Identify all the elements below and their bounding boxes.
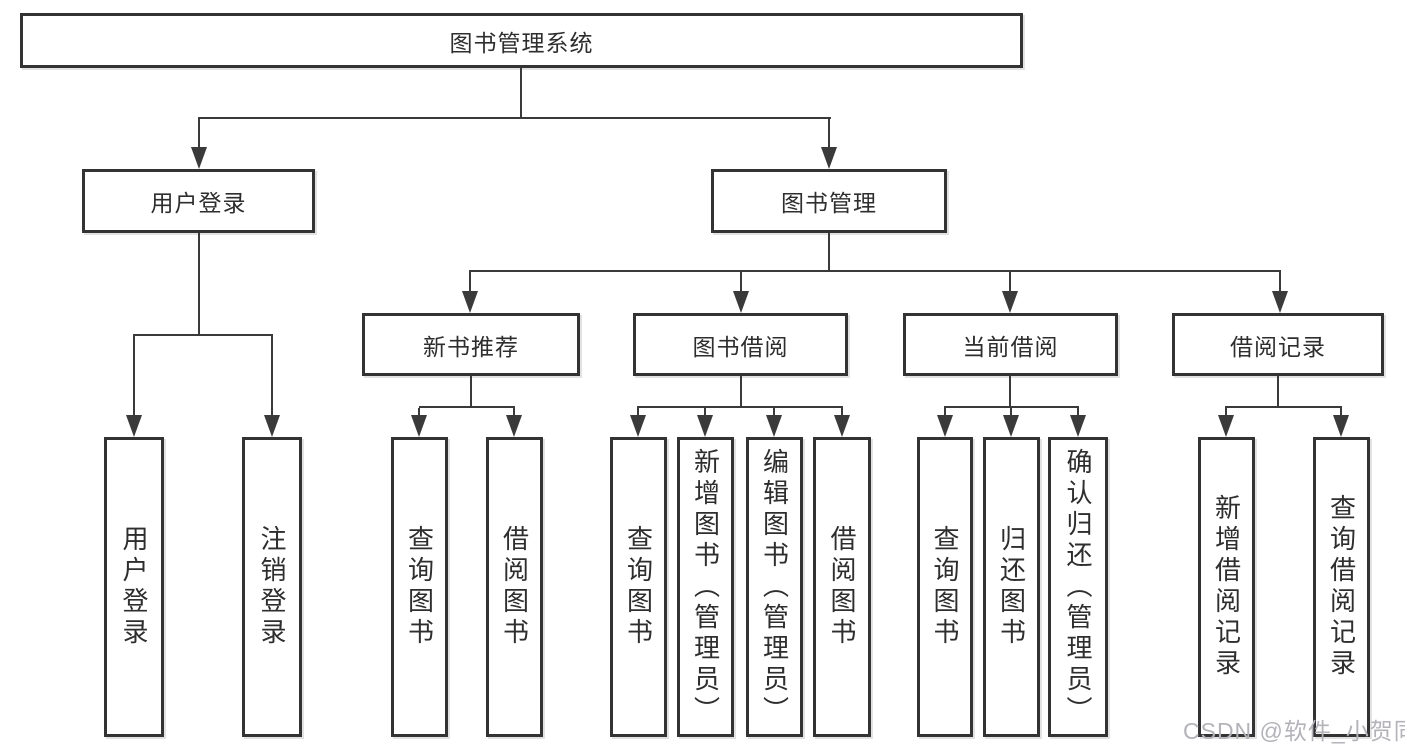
leaf-query-borrowing-record: 查询借阅记录: [1313, 437, 1370, 737]
leaf-user-login: 用户登录: [104, 437, 164, 737]
edge-arrow-book-management: [821, 119, 837, 169]
leaf-logout: 注销登录: [242, 437, 302, 737]
leaf-borrow-books-recommend: 借阅图书: [486, 437, 543, 737]
edge-root-bar: [198, 117, 831, 119]
edge-book-management-bar: [469, 270, 1281, 272]
edge-arrow-query-books-borrowing: [630, 408, 646, 437]
leaf-query-books-current: 查询图书: [917, 437, 973, 737]
edge-borrowing-stem: [740, 376, 742, 407]
edge-arrow-confirm-return-admin: [1070, 408, 1086, 437]
edge-arrow-return-books: [1003, 408, 1019, 437]
node-new-book-recommendation: 新书推荐: [362, 313, 580, 376]
edge-current-bar: [944, 406, 1079, 408]
edge-root-stem: [520, 68, 522, 118]
edge-records-bar: [1225, 406, 1342, 408]
node-book-borrowing: 图书借阅: [633, 313, 848, 376]
node-user-login: 用户登录: [82, 169, 315, 233]
edge-arrow-new-book-recommendation: [462, 272, 478, 313]
edge-arrow-current-borrowing: [1002, 272, 1018, 313]
node-current-borrowing: 当前借阅: [903, 313, 1118, 376]
edge-arrow-borrow-books-recommend: [506, 408, 522, 437]
leaf-add-borrowing-record: 新增借阅记录: [1198, 437, 1255, 737]
edge-recommendation-bar: [419, 406, 515, 408]
edge-arrow-add-borrowing-record: [1218, 408, 1234, 437]
edge-arrow-borrowing-records: [1272, 272, 1288, 313]
leaf-edit-book-admin: 编辑图书（管理员）: [746, 437, 803, 737]
leaf-add-book-admin: 新增图书（管理员）: [677, 437, 734, 737]
node-book-management: 图书管理: [711, 169, 947, 233]
edge-borrowing-bar: [637, 406, 843, 408]
edge-user-login-stem: [198, 233, 200, 335]
edge-arrow-leaf-user-login: [126, 336, 142, 437]
leaf-query-books-borrowing: 查询图书: [610, 437, 667, 737]
edge-arrow-user-login: [191, 119, 207, 169]
edge-user-login-bar: [133, 334, 273, 336]
edge-arrow-book-borrowing: [733, 272, 749, 313]
csdn-watermark: CSDN @软件_小贺同学: [1183, 718, 1405, 744]
edge-arrow-leaf-logout: [264, 336, 280, 437]
edge-book-management-stem: [828, 233, 830, 271]
node-library-management-system: 图书管理系统: [20, 13, 1023, 68]
node-borrowing-records: 借阅记录: [1172, 313, 1384, 376]
edge-recommendation-stem: [470, 376, 472, 407]
leaf-confirm-return-admin: 确认归还（管理员）: [1048, 437, 1108, 737]
edge-arrow-edit-book-admin: [766, 408, 782, 437]
edge-arrow-query-books-recommend: [411, 408, 427, 437]
leaf-borrow-books-borrowing: 借阅图书: [813, 437, 871, 737]
edge-arrow-query-books-current: [937, 408, 953, 437]
edge-arrow-add-book-admin: [697, 408, 713, 437]
leaf-return-books: 归还图书: [983, 437, 1040, 737]
edge-records-stem: [1277, 376, 1279, 407]
leaf-query-books-recommend: 查询图书: [391, 437, 448, 737]
edge-arrow-query-borrowing-record: [1333, 408, 1349, 437]
edge-current-stem: [1009, 376, 1011, 407]
edge-arrow-borrow-books-borrowing: [834, 408, 850, 437]
